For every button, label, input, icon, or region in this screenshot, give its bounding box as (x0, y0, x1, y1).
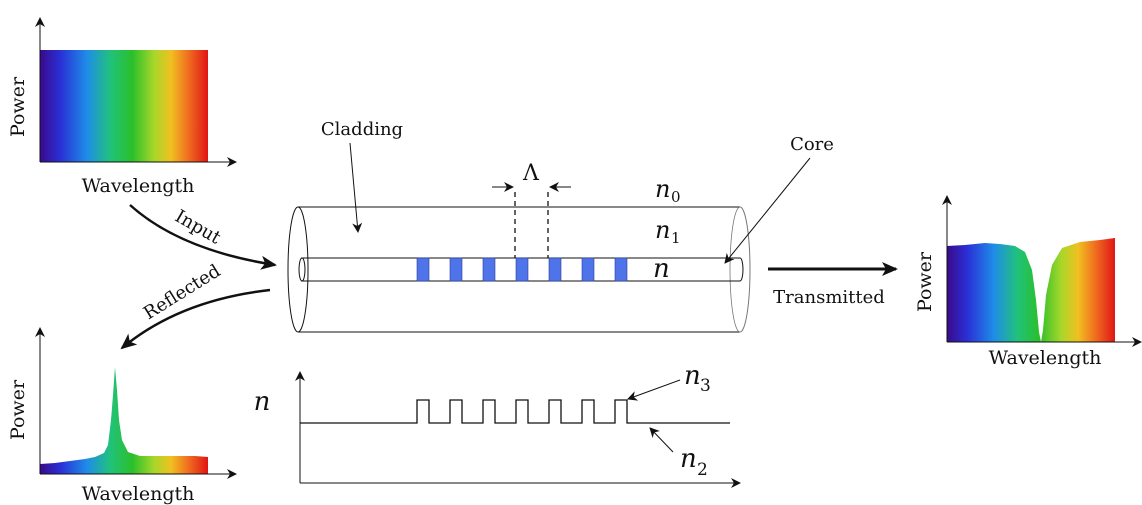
cladding-right-end (739, 206, 751, 333)
input-ylabel: Power (7, 76, 29, 137)
n2-sub: 2 (697, 460, 708, 480)
grating-block (581, 257, 595, 282)
cladding-label: Cladding (321, 119, 403, 140)
n2-base: n (680, 444, 697, 474)
input-arrow (129, 204, 277, 270)
n1-sub: 1 (671, 229, 681, 247)
n2-pointer (649, 427, 674, 453)
core-label: Core (790, 134, 834, 155)
reflected-ylabel: Power (7, 379, 29, 440)
bragg-grating (416, 257, 628, 282)
reflected-spectrum-fill (40, 367, 208, 474)
input-label: Input (171, 206, 225, 249)
period-label: Λ (522, 161, 540, 186)
profile-n-label: n (254, 387, 271, 417)
n0-sub: 0 (671, 188, 681, 206)
reflected-xlabel: Wavelength (82, 483, 195, 505)
cladding-left-end (287, 206, 309, 333)
index-label-n0: n 0 (655, 175, 681, 206)
index-profile-plot: n n 3 n 2 (254, 361, 741, 488)
core-right-end (739, 257, 744, 282)
grating-block (416, 257, 430, 282)
n3-sub: 3 (700, 376, 711, 396)
profile-curve (300, 399, 730, 424)
transmitted-spectrum-fill (947, 238, 1115, 342)
reflected-arrow (120, 288, 271, 350)
index-label-n1: n 1 (655, 216, 681, 247)
n3-pointer (627, 379, 681, 401)
n0-base: n (655, 175, 670, 203)
cladding-right-end-back (729, 206, 741, 333)
input-xlabel: Wavelength (82, 175, 195, 197)
transmitted-label: Transmitted (773, 287, 885, 308)
grating-block (515, 257, 529, 282)
reflected-label: Reflected (140, 261, 224, 325)
core-pointer (724, 157, 811, 264)
grating-block (482, 257, 496, 282)
grating-block (449, 257, 463, 282)
grating-block (548, 257, 562, 282)
reflected-spectrum-plot: Power Wavelength (7, 327, 237, 505)
transmitted-ylabel: Power (914, 251, 936, 312)
grating-block (614, 257, 628, 282)
cladding-outline (298, 206, 740, 333)
optical-fiber (287, 206, 751, 333)
n1-base: n (655, 216, 670, 244)
cladding-pointer (349, 142, 363, 233)
transmitted-xlabel: Wavelength (989, 347, 1102, 369)
input-spectrum-plot: Power Wavelength (7, 17, 237, 197)
period-marker: Λ (492, 161, 571, 258)
transmitted-spectrum-plot: Power Wavelength (914, 195, 1142, 369)
n3-base: n (684, 361, 701, 391)
input-spectrum-fill (40, 50, 208, 162)
core-left-end (298, 257, 306, 282)
index-label-n: n (653, 254, 670, 284)
